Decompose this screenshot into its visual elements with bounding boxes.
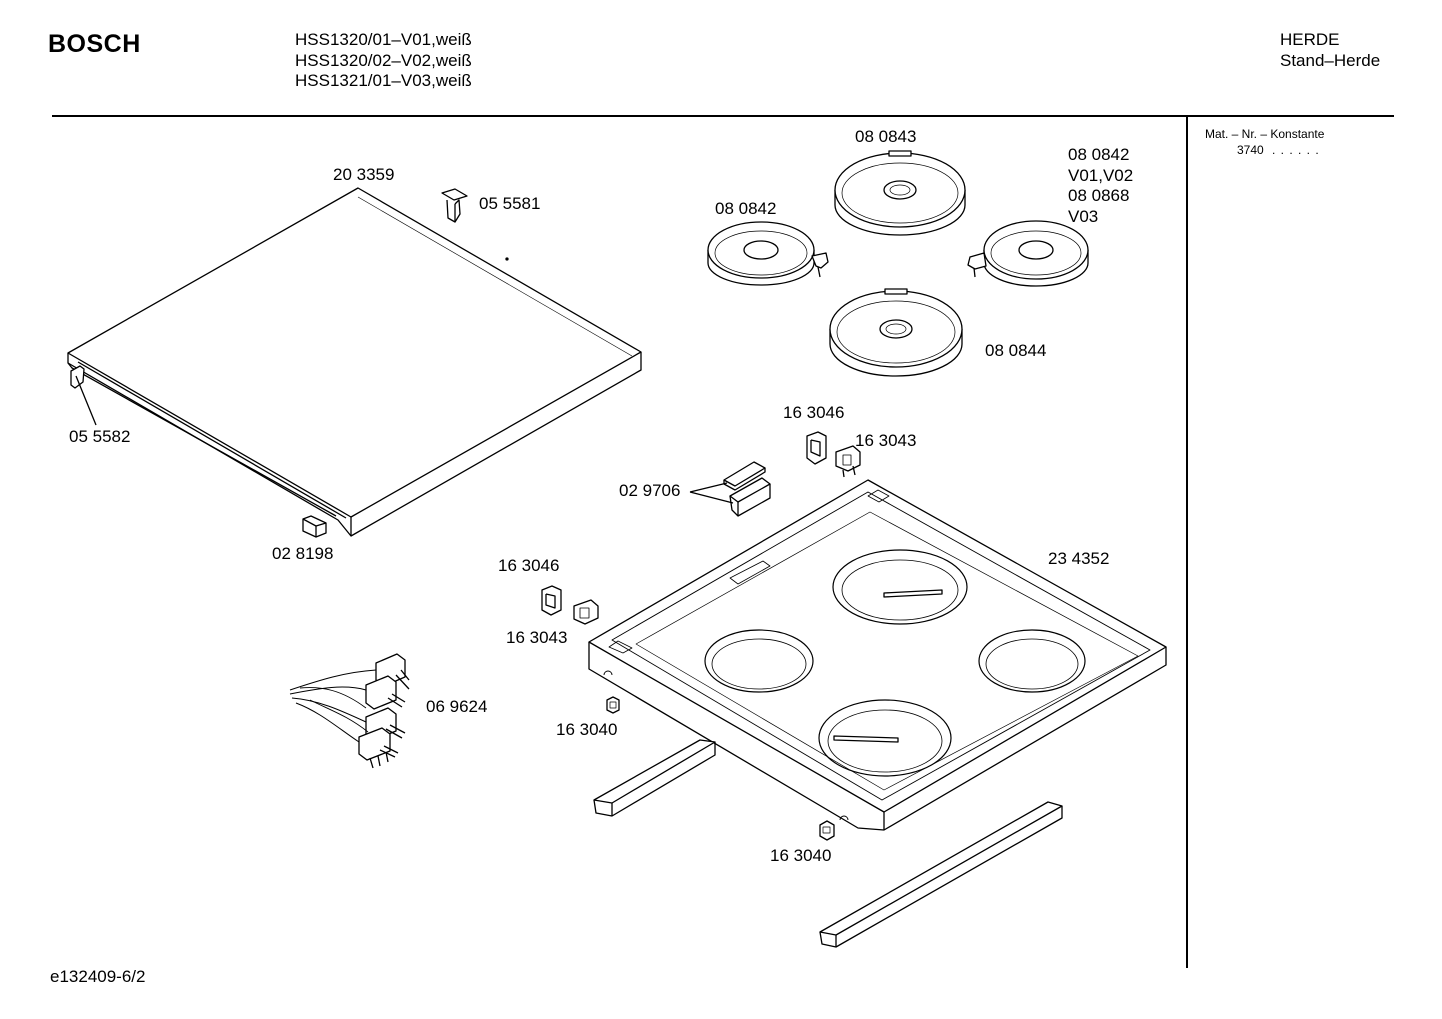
label-clip-left-b: 16 3043 <box>506 628 568 647</box>
label-clip-left-a: 16 3046 <box>498 556 560 575</box>
lid-buffer-drawing <box>303 516 326 537</box>
variant-line: 08 0842 <box>1068 145 1130 164</box>
wiring-drawing <box>290 654 409 768</box>
clip-right-drawing <box>807 432 860 477</box>
label-plate-left: 08 0842 <box>715 199 777 218</box>
knob-insert-drawing <box>690 462 770 516</box>
variant-line: 08 0868 <box>1068 186 1130 205</box>
category: HERDE Stand–Herde <box>1280 30 1380 71</box>
drawing-code: e132409-6/2 <box>50 967 146 986</box>
hinge-left-drawing <box>71 366 96 425</box>
header-divider <box>52 115 1394 117</box>
plate-left-drawing <box>708 222 828 285</box>
brand-logo: BOSCH <box>48 30 141 58</box>
label-cooktop: 23 4352 <box>1048 549 1110 568</box>
label-plate-front: 08 0844 <box>985 341 1047 360</box>
rails-drawing <box>594 740 1062 947</box>
label-clip-bottom-b: 16 3040 <box>770 846 832 865</box>
cooktop-drawing <box>589 480 1166 830</box>
variant-line: V03 <box>1068 206 1099 226</box>
clip-left-drawing <box>542 586 598 624</box>
hinge-top-drawing <box>442 189 467 222</box>
side-divider <box>1186 116 1188 968</box>
clip-bottom-drawing <box>607 697 834 840</box>
label-knob-insert: 02 9706 <box>619 481 681 500</box>
label-wiring: 06 9624 <box>426 697 488 716</box>
label-plate-right-variants: 08 0842 V01,V02 08 0868 V03 <box>1068 145 1133 227</box>
mat-nr-dots: . . . . . . <box>1272 143 1320 157</box>
model-list: HSS1320/01–V01,weiß HSS1320/02–V02,weiß … <box>295 30 472 92</box>
model-line: HSS1320/02–V02,weiß <box>295 50 472 70</box>
plate-right-drawing <box>968 221 1088 286</box>
label-hinge-left: 05 5582 <box>69 427 131 446</box>
lid-drawing <box>68 188 641 536</box>
mat-nr-label: Mat. – Nr. – Konstante <box>1205 127 1325 141</box>
label-clip-right-b: 16 3043 <box>855 431 917 450</box>
variant-line: V01,V02 <box>1068 165 1134 185</box>
model-line: HSS1321/01–V03,weiß <box>295 71 472 90</box>
label-hinge-top: 05 5581 <box>479 194 541 213</box>
category-line: Stand–Herde <box>1280 50 1381 70</box>
label-lid: 20 3359 <box>333 165 395 184</box>
label-clip-right-a: 16 3046 <box>783 403 845 422</box>
label-clip-bottom-a: 16 3040 <box>556 720 618 739</box>
plate-back-drawing <box>835 151 965 235</box>
model-line: HSS1320/01–V01,weiß <box>295 30 472 49</box>
label-lid-buffer: 02 8198 <box>272 544 334 563</box>
plate-front-drawing <box>830 289 962 376</box>
label-plate-back: 08 0843 <box>855 127 917 146</box>
mat-nr-value: 3740 <box>1237 143 1264 157</box>
category-line: HERDE <box>1280 30 1340 49</box>
